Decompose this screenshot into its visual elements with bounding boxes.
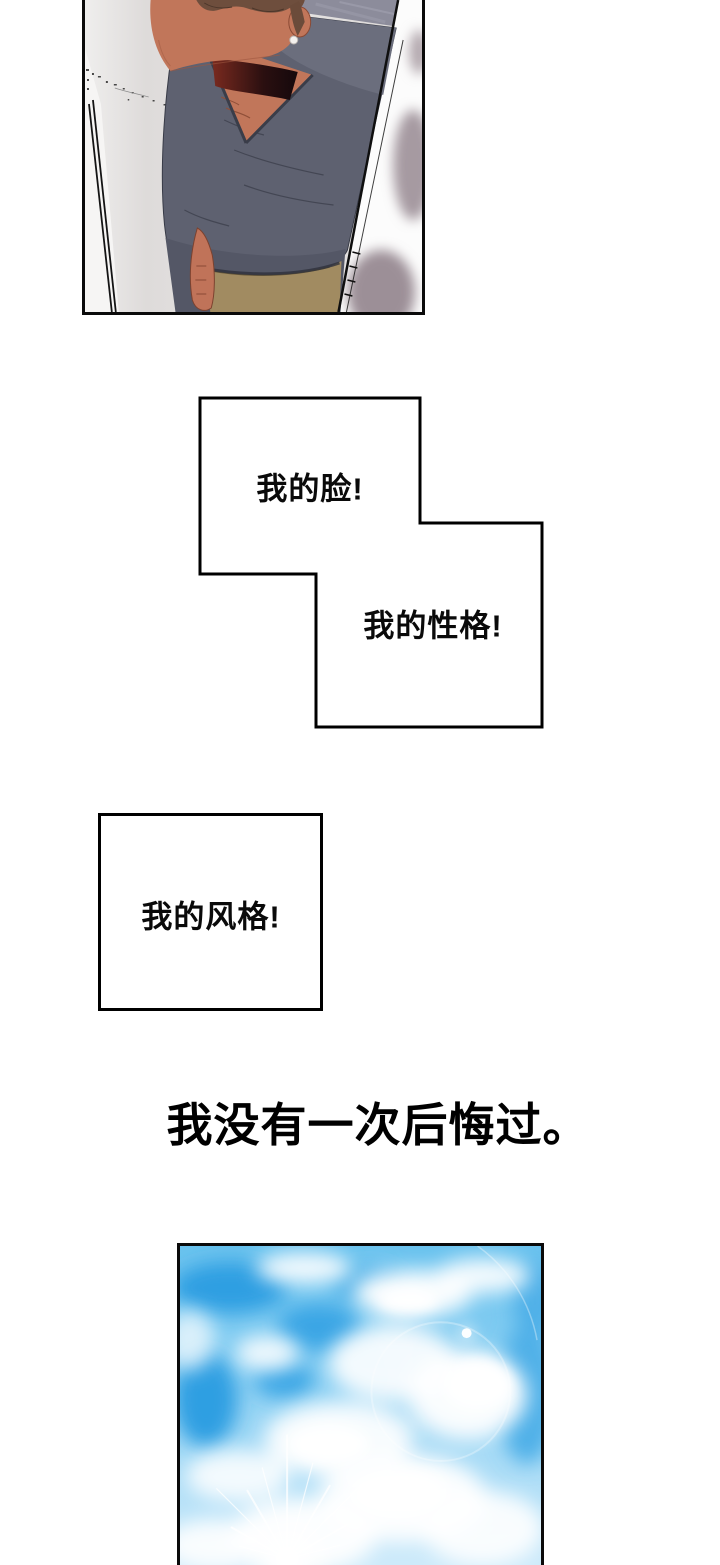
sun-flare — [216, 1434, 366, 1565]
sky-illustration — [180, 1246, 541, 1565]
speech-bubble-text-3: 我的风格! — [141, 899, 281, 935]
sky-panel — [177, 1243, 544, 1565]
earring — [289, 35, 299, 45]
speech-bubble-text-1: 我的脸! — [256, 471, 364, 507]
speech-bubble-text-2: 我的性格! — [363, 608, 503, 644]
speech-bubble-combined — [198, 396, 544, 729]
narration-text: 我没有一次后悔过。 — [166, 1099, 590, 1151]
portrait-panel — [82, 0, 425, 315]
portrait-illustration — [85, 0, 422, 312]
speech-bubble-3 — [98, 813, 323, 1011]
